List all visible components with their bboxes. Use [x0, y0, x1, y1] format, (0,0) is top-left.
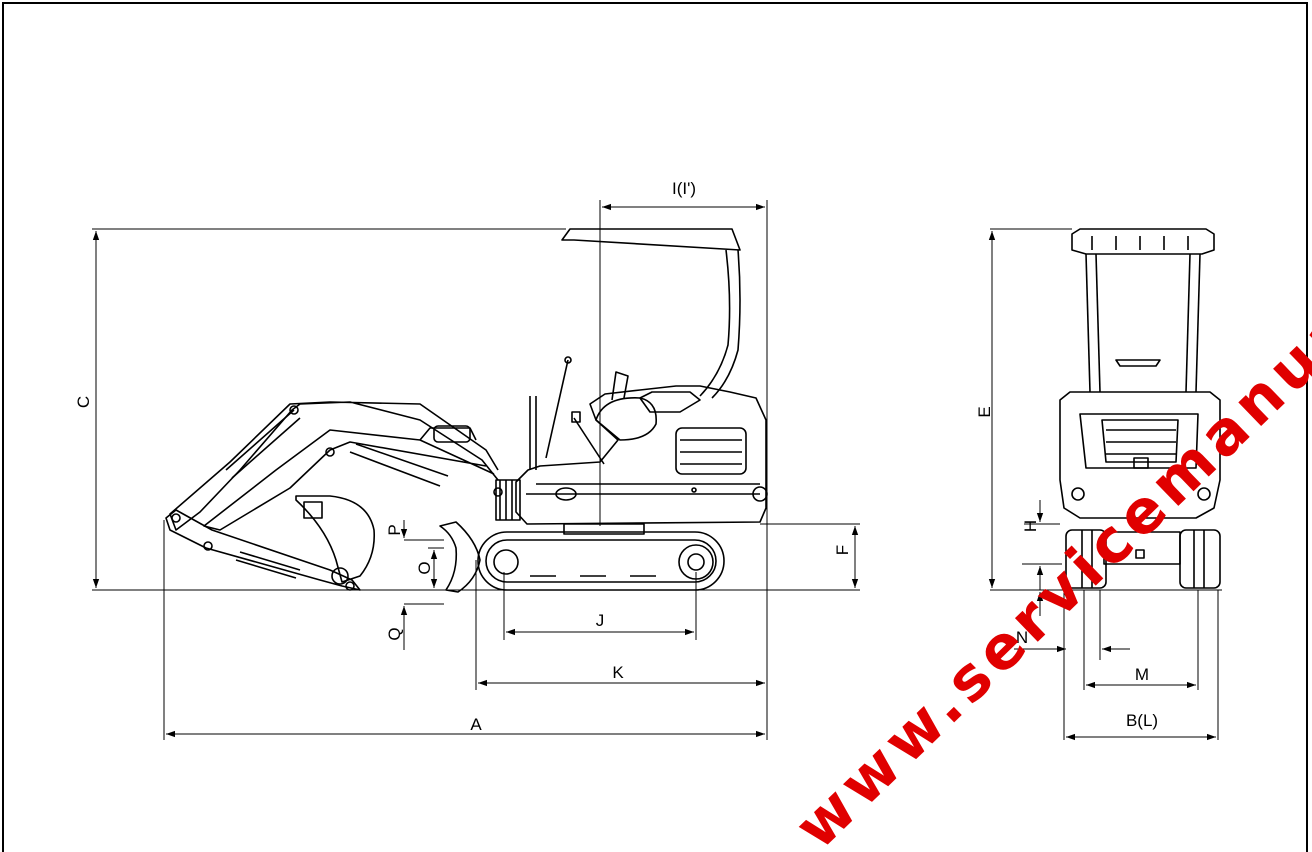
dim-label-c: C [74, 396, 93, 408]
dim-label-i: I(I') [672, 179, 696, 198]
dim-label-e: E [975, 406, 994, 417]
dim-label-a: A [470, 715, 482, 734]
dim-label-b-l: B(L) [1126, 711, 1158, 730]
dim-label-p: P [385, 524, 404, 535]
rear-view-excavator [1059, 228, 1221, 589]
dim-label-h: H [1021, 520, 1040, 532]
dim-label-n: N [1016, 628, 1028, 647]
dim-label-q: Q [385, 627, 404, 640]
dim-label-f: F [833, 545, 852, 555]
dim-label-k: K [612, 663, 624, 682]
watermark: www.servicemanual.com [782, 142, 1312, 852]
dim-label-o: O [415, 561, 434, 574]
dim-label-j: J [596, 611, 605, 630]
dimension-lines [92, 200, 1222, 741]
side-view-excavator [165, 228, 768, 593]
dim-label-m: M [1135, 665, 1149, 684]
svg-text:www.servicemanual.com: www.servicemanual.com [782, 142, 1312, 852]
